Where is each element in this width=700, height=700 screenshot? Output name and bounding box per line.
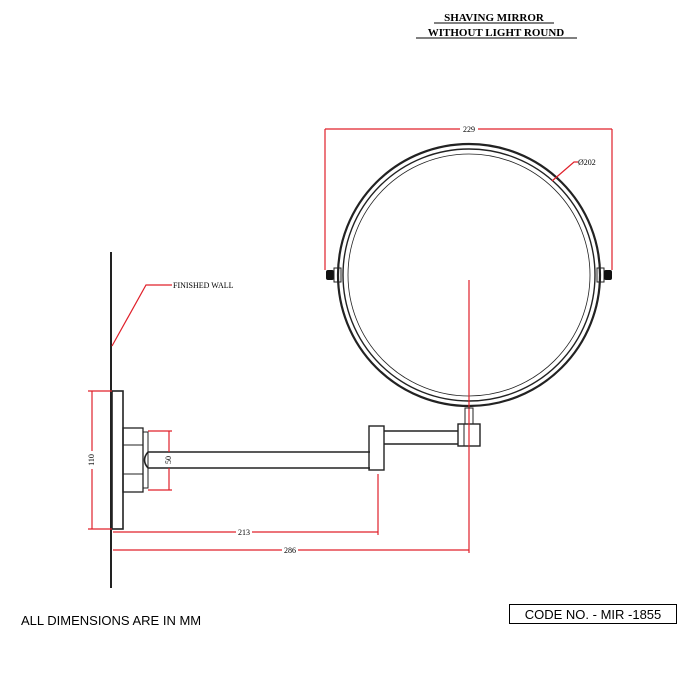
bracket-block	[122, 427, 144, 493]
title-line-1: SHAVING MIRROR	[444, 12, 545, 24]
elbow-joint	[368, 425, 385, 471]
dim-286-label: 286	[284, 546, 296, 555]
dimension-plate-height: 110	[87, 390, 112, 530]
lower-arm	[143, 451, 370, 469]
swing-arm	[143, 407, 481, 471]
title-line-2: WITHOUT LIGHT ROUND	[428, 27, 565, 39]
upper-arm	[384, 430, 458, 445]
dimension-mirror-diameter: Ø202	[551, 158, 596, 182]
dim-213-label: 213	[238, 528, 250, 537]
dimension-bracket-height: 50	[148, 430, 173, 491]
dim-110-label: 110	[87, 454, 96, 466]
units-note: ALL DIMENSIONS ARE IN MM	[21, 613, 202, 628]
right-pivot-pin	[604, 270, 612, 280]
finished-wall-leader	[111, 284, 172, 347]
dimension-overall-width: 229	[324, 125, 613, 270]
product-code-box: CODE NO. - MIR -1855	[509, 604, 677, 624]
dim-50-label: 50	[164, 456, 173, 464]
bracket-knuckle	[142, 431, 149, 489]
finished-wall: FINISHED WALL	[110, 252, 234, 588]
wall-plate	[111, 390, 124, 530]
dim-229-label: 229	[463, 125, 475, 134]
mirror	[326, 142, 612, 423]
product-code: CODE NO. - MIR -1855	[524, 606, 662, 622]
title-block: SHAVING MIRROR WITHOUT LIGHT ROUND	[416, 12, 577, 39]
left-pivot-pin	[326, 270, 334, 280]
dimension-projection: 286	[113, 423, 470, 555]
wall-bracket	[111, 390, 149, 530]
dim-diameter-leader	[551, 161, 578, 182]
finished-wall-label: FINISHED WALL	[173, 281, 234, 290]
dim-diameter-label: Ø202	[578, 158, 596, 167]
dimension-arm-length: 213	[113, 474, 379, 537]
left-pivot-collar	[333, 267, 342, 283]
